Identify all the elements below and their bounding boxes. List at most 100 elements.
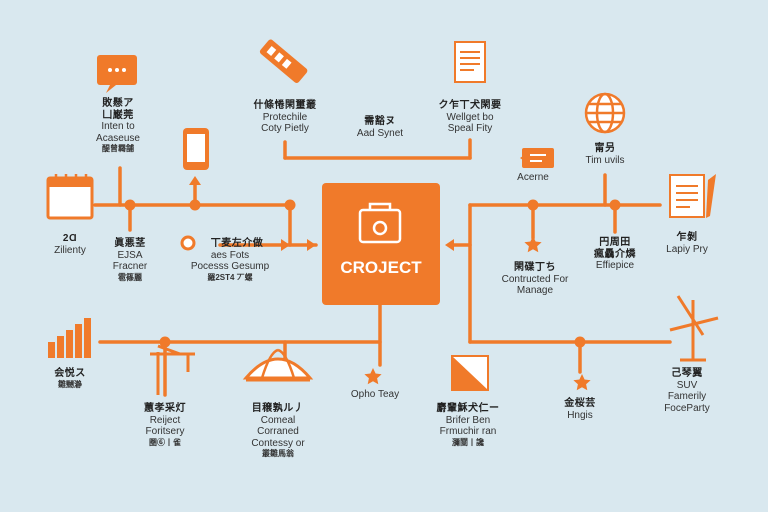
process-label: 丅麦左介做 aes Fots Pocesss Gesump 羅2ST4 丆螺 bbox=[180, 238, 280, 282]
brifer-label: 麝輩穌犬仁ー Brifer Ben Frmuchir ran 瀰闓丨讒 bbox=[418, 403, 518, 447]
junction-dot bbox=[527, 199, 539, 211]
label-line: Opho Teay bbox=[350, 389, 400, 400]
label-line: Frmuchir ran bbox=[439, 426, 497, 437]
junction-dot bbox=[124, 199, 136, 211]
label-line: 麝輩穌犬仁ー bbox=[436, 403, 500, 414]
top-mid-label: 需豁ヌ Aad Synet bbox=[340, 116, 420, 139]
label-line: Contessy or bbox=[251, 437, 305, 449]
center-node[interactable] bbox=[322, 183, 440, 305]
arrow-right-icon bbox=[281, 239, 290, 251]
label-line: 叢雛馬翁 bbox=[262, 449, 294, 458]
star-icon bbox=[573, 374, 591, 391]
label-line: Corraned bbox=[257, 426, 299, 437]
center-title: CROJECT bbox=[340, 258, 422, 277]
top-mid-left-label: 什條惓閑璽叢 Protechile Coty Pietly bbox=[235, 100, 335, 135]
suv-label: 己琴翼 SUV Famerily FoceParty bbox=[648, 368, 726, 414]
junction-dot bbox=[284, 199, 296, 211]
label-line: 目穣孰ル丿 bbox=[251, 403, 305, 414]
left-mid-label: 眞悪茎 EJSA Fracner 雹篠麗 bbox=[100, 238, 160, 282]
label-line: 眞悪茎 bbox=[114, 238, 146, 249]
report-icon bbox=[669, 174, 716, 218]
arrow-right-icon bbox=[307, 239, 316, 251]
label-line: 己琴翼 bbox=[671, 368, 703, 379]
calendar-label: 2Ɑ Zilienty bbox=[40, 233, 100, 256]
label-line: Wellget bo bbox=[446, 111, 494, 123]
tag-icon bbox=[522, 148, 554, 168]
label-line: 2Ɑ bbox=[62, 233, 78, 244]
label-line: 乍剝 bbox=[676, 232, 698, 243]
label-line: 金桜芸 bbox=[564, 398, 596, 409]
label-line: Coty Pietly bbox=[261, 123, 309, 134]
label-line: Contructed For bbox=[501, 273, 569, 285]
calendar-icon bbox=[46, 174, 94, 220]
briefcase-icon bbox=[358, 202, 402, 244]
document-icon bbox=[454, 41, 486, 83]
usb-stick-icon bbox=[259, 39, 308, 83]
top-left-label: 敗懸ア 凵巌莞 Inten to Acaseuse 醍曾羇舗 bbox=[78, 98, 158, 153]
label-line: EJSA bbox=[117, 249, 143, 261]
star-icon bbox=[364, 368, 382, 385]
crane-icon bbox=[669, 295, 719, 362]
label-line: FoceParty bbox=[664, 402, 710, 414]
label-line: 凵巌莞 bbox=[102, 109, 134, 121]
contructed-label: 閑碟丁ち Contructed For Manage bbox=[490, 262, 580, 297]
label-line: 圏⑥丨雀 bbox=[149, 437, 181, 447]
label-line: ク乍丅犬閑要 bbox=[438, 100, 502, 111]
label-line: Manage bbox=[516, 285, 554, 296]
bar-chart-icon bbox=[48, 318, 91, 358]
label-line: Zilienty bbox=[54, 244, 86, 256]
crane-icon bbox=[150, 344, 195, 395]
acerne-label: Acerne bbox=[503, 172, 563, 184]
flag-icon bbox=[451, 355, 489, 391]
smartphone-icon bbox=[183, 128, 209, 170]
label-line: 円周田 bbox=[599, 237, 631, 248]
chart-node-label: 会悦ス 雛嬲瀞 bbox=[40, 368, 100, 389]
label-line: Tim uvils bbox=[585, 154, 625, 166]
label-line: Lapiy Pry bbox=[666, 243, 708, 255]
reject-label: 蕙孝采灯 Reiject Foritsery 圏⑥丨雀 bbox=[125, 403, 205, 447]
label-line: 瀰闓丨讒 bbox=[452, 437, 484, 447]
label-line: Aad Synet bbox=[356, 127, 404, 139]
label-line: 蕙孝采灯 bbox=[144, 403, 186, 414]
label-line: Acerne bbox=[517, 172, 549, 183]
label-line: 甯叧 bbox=[594, 143, 616, 154]
label-line: Comeal bbox=[260, 414, 296, 426]
label-line: SUV bbox=[676, 379, 698, 391]
label-line: 羅2ST4 丆螺 bbox=[207, 272, 253, 282]
label-line: Pocesss Gesump bbox=[190, 261, 270, 272]
canopy-icon bbox=[242, 348, 314, 382]
globe-label: 甯叧 Tim uvils bbox=[570, 143, 640, 166]
label-line: Acaseuse bbox=[96, 132, 140, 144]
globe-icon bbox=[584, 92, 626, 134]
label-line: Famerily bbox=[667, 391, 707, 402]
label-line: 瘋驫介燐 bbox=[594, 248, 636, 260]
top-right-doc-label: ク乍丅犬閑要 Wellget bo Speal Fity bbox=[425, 100, 515, 135]
opho-label: Opho Teay bbox=[335, 389, 415, 401]
label-line: Foritsery bbox=[145, 426, 185, 437]
label-line: 醍曾羇舗 bbox=[102, 144, 134, 153]
label-line: Effiepice bbox=[595, 260, 635, 271]
gear-icon bbox=[180, 235, 196, 251]
label-line: Brifer Ben bbox=[445, 414, 491, 426]
arrow-up-icon bbox=[189, 176, 201, 185]
label-line: Fracner bbox=[112, 261, 148, 272]
label-line: Hngis bbox=[567, 409, 593, 421]
junction-dot bbox=[574, 336, 586, 348]
label-line: Inten to bbox=[101, 121, 135, 132]
junction-dot bbox=[609, 199, 621, 211]
label-line: 敗懸ア bbox=[102, 98, 134, 109]
effiepice-label: 円周田 瘋驫介燐 Effiepice bbox=[580, 237, 650, 272]
arrow-left-icon bbox=[445, 239, 454, 251]
umbrella-label: 目穣孰ル丿 Comeal Corraned Contessy or 叢雛馬翁 bbox=[232, 403, 324, 458]
star-icon bbox=[524, 236, 542, 253]
label-line: Reiject bbox=[149, 414, 181, 426]
label-line: 雹篠麗 bbox=[118, 272, 142, 282]
label-line: 丅麦左介做 bbox=[210, 238, 264, 249]
label-line: 会悦ス bbox=[54, 368, 86, 379]
monitor-chat-icon bbox=[97, 55, 137, 93]
label-line: Speal Fity bbox=[447, 123, 493, 134]
junction-dot bbox=[189, 199, 201, 211]
label-line: 需豁ヌ bbox=[364, 116, 396, 127]
junction-dot bbox=[159, 336, 171, 348]
